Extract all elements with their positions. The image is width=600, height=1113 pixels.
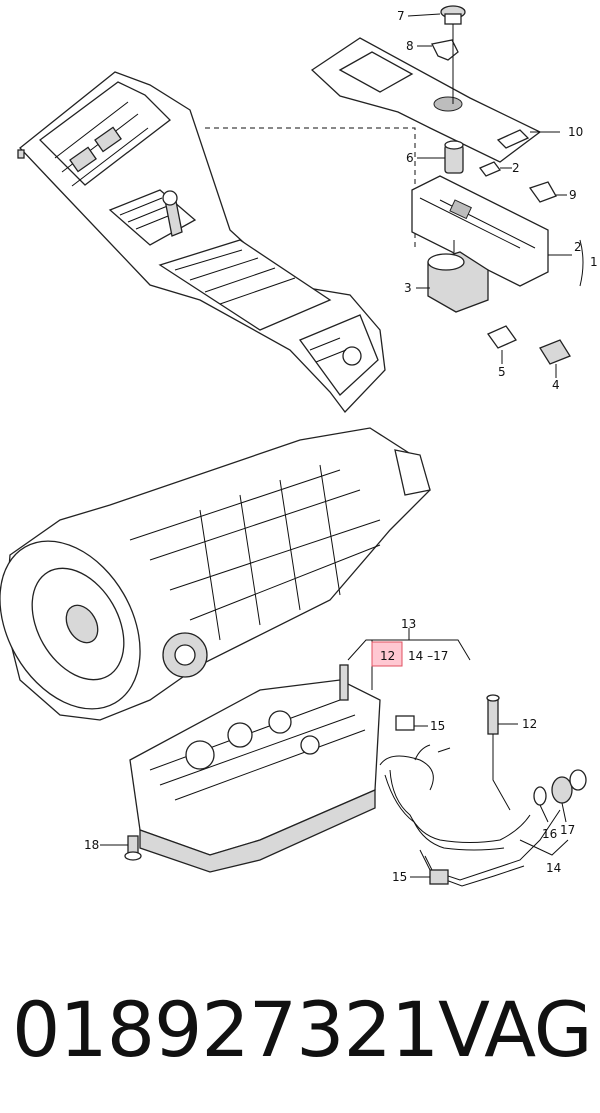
callout-15-lower: 15 <box>392 870 407 884</box>
callout-6: 6 <box>406 151 414 165</box>
callout-16: 16 <box>542 827 557 841</box>
callout-2-upper: 2 <box>512 161 520 175</box>
bushing-drawing <box>444 140 464 174</box>
connector-15b-drawing <box>429 869 449 885</box>
callout-17: 17 <box>560 823 575 837</box>
part-number: 018927321 <box>12 985 439 1074</box>
callout-12-sensor: 12 <box>522 717 537 731</box>
sensor-12-drawing <box>486 694 511 811</box>
callout-13: 13 <box>401 617 416 631</box>
callout-7: 7 <box>397 9 405 23</box>
brand-label: VAG <box>438 985 593 1074</box>
connector-15a-drawing <box>395 715 415 731</box>
exploded-parts-diagram: 7 8 10 6 2 9 2 1 3 5 4 13 12 14 –17 15 1… <box>0 5 598 887</box>
callout-10: 10 <box>568 125 583 139</box>
clip-drawing <box>431 39 459 61</box>
small-connector-2-drawing <box>478 161 502 177</box>
callout-14: 14 <box>546 861 561 875</box>
bolt-18-drawing <box>124 835 142 861</box>
center-console-drawing <box>17 71 386 414</box>
transmission-drawing <box>0 427 431 721</box>
callout-12-highlighted: 12 <box>380 649 395 663</box>
callout-9: 9 <box>569 188 577 202</box>
clip-9-drawing <box>528 181 557 203</box>
callout-8: 8 <box>406 39 414 53</box>
callout-1: 1 <box>590 255 598 269</box>
connector-5-drawing <box>487 325 517 349</box>
switch-3-drawing <box>427 240 489 313</box>
footer-caption: 018927321 VAG <box>0 975 600 1085</box>
shift-cover-drawing <box>310 37 542 163</box>
connector-4-drawing <box>539 339 571 365</box>
callout-15-upper: 15 <box>430 719 445 733</box>
selector-housing-drawing <box>411 175 549 287</box>
seal-16-drawing <box>533 786 547 806</box>
callout-4: 4 <box>552 378 560 392</box>
highlighted-item-box <box>371 641 403 667</box>
wiring-harness-drawing <box>379 744 561 887</box>
knob-drawing <box>440 5 466 25</box>
plug-17-drawing <box>551 769 587 804</box>
callout-2-bracket: 2 <box>574 240 582 254</box>
valve-body-drawing <box>129 664 381 873</box>
callout-14-17: 14 –17 <box>408 649 448 663</box>
callout-3: 3 <box>404 281 412 295</box>
callout-5: 5 <box>498 365 506 379</box>
callout-18: 18 <box>84 838 99 852</box>
